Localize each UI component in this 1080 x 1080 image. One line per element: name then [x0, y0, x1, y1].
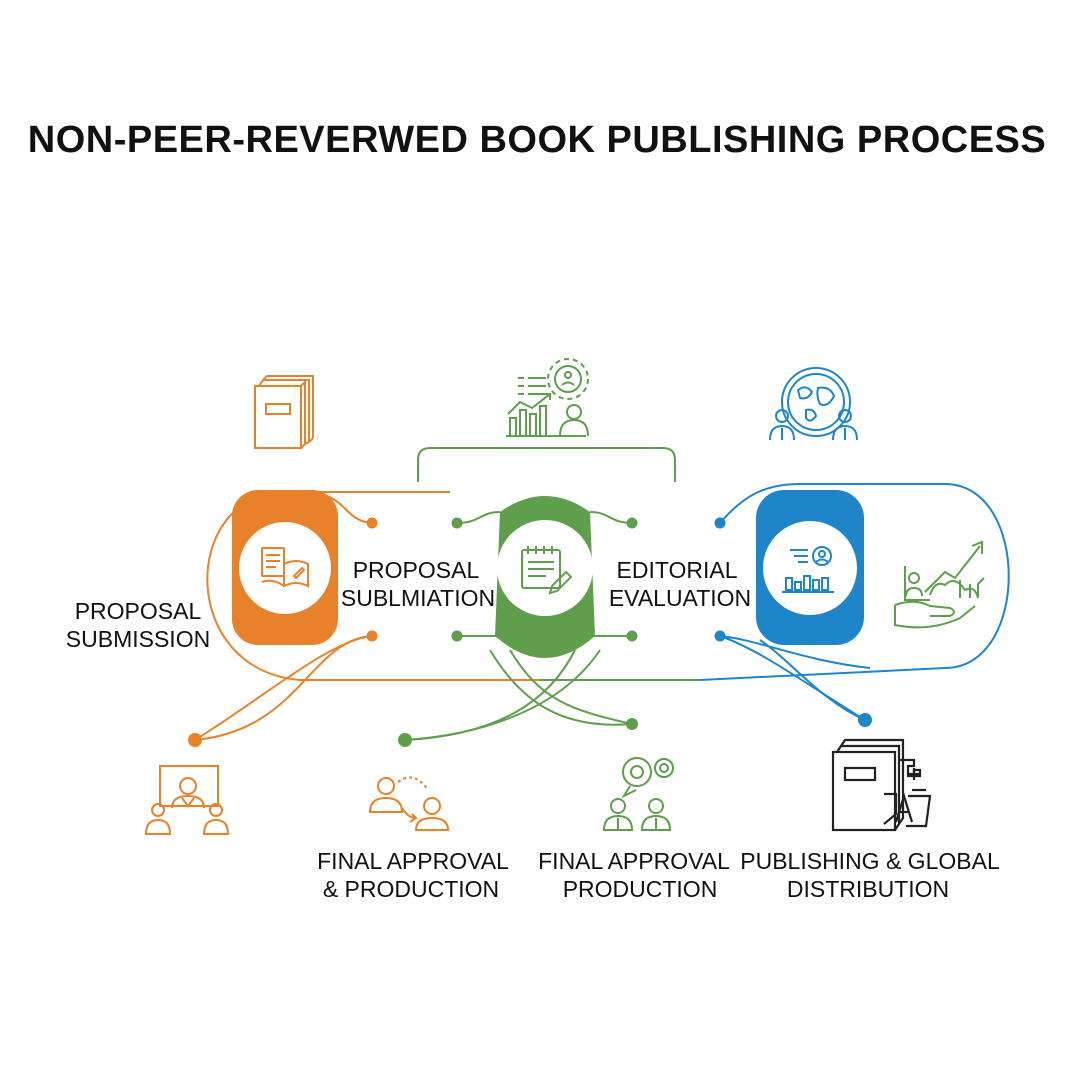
connector-dot [188, 733, 202, 747]
blue-down-line-2 [759, 639, 866, 721]
label-final-approval-production-b-line2: PRODUCTION [563, 876, 718, 902]
label-proposal-submission-line1: PROPOSAL [75, 598, 202, 624]
label-proposal-sublmiation-line2: SUBLMIATION [341, 585, 495, 611]
label-final-approval-production-b-line1: FINAL APPROVAL [538, 848, 730, 874]
document-book-icon [261, 547, 309, 588]
label-proposal-submission-line2: SUBMISSION [66, 626, 210, 652]
stage-proposal-sublmiation [495, 496, 595, 658]
green-cross-line-3 [489, 649, 633, 726]
label-editorial-evaluation-line1: EDITORIAL [617, 557, 738, 583]
globe-people-icon [769, 367, 858, 441]
connector-dot [398, 733, 412, 747]
label-editorial-evaluation-line2: EVALUATION [609, 585, 751, 611]
diagram-title: NON-PEER-REVERWED BOOK PUBLISHING PROCES… [28, 119, 1046, 161]
connector-dot [626, 517, 638, 529]
connector-dot [626, 630, 638, 642]
green-cross-line-1 [509, 649, 633, 725]
people-exchange-icon [368, 776, 450, 831]
connector-dot [714, 517, 726, 529]
connector-dot [366, 630, 378, 642]
orange-down-line-1 [194, 635, 373, 741]
chart-person-icon [782, 546, 834, 593]
connector-dot [451, 630, 463, 642]
stage-proposal-submission [232, 490, 338, 645]
blue-inner-line [719, 635, 871, 669]
people-discussion-icon [602, 757, 674, 831]
connector-dot [451, 517, 463, 529]
connector-dot [858, 713, 872, 727]
label-final-approval-production-a-line2: & PRODUCTION [323, 876, 499, 902]
connector-dot [714, 630, 726, 642]
book-translate-icon [831, 738, 932, 832]
connector-dots [188, 517, 872, 747]
green-right-top-line [589, 511, 633, 524]
presenter-audience-icon [144, 765, 230, 835]
book-stack-icon [254, 375, 314, 449]
stage-editorial-evaluation [756, 490, 864, 645]
label-final-approval-production-a-line1: FINAL APPROVAL [317, 848, 509, 874]
orange-down-line-2 [194, 635, 373, 741]
label-proposal-sublmiation-line1: PROPOSAL [353, 557, 480, 583]
blue-loop-line [699, 483, 1010, 681]
green-bracket-line [417, 447, 676, 482]
clipboard-pen-icon [521, 546, 573, 595]
green-cross-line-4 [404, 649, 601, 741]
blue-down-line-1 [719, 635, 866, 721]
green-left-top-line [456, 511, 501, 524]
label-publishing-distribution-line1: PUBLISHING & GLOBAL [740, 848, 1000, 874]
label-publishing-distribution-line2: DISTRIBUTION [787, 876, 949, 902]
analytics-gear-person-icon [506, 358, 589, 437]
growth-hand-icon [894, 540, 985, 629]
connector-dot [626, 718, 638, 730]
connector-dot [366, 517, 378, 529]
